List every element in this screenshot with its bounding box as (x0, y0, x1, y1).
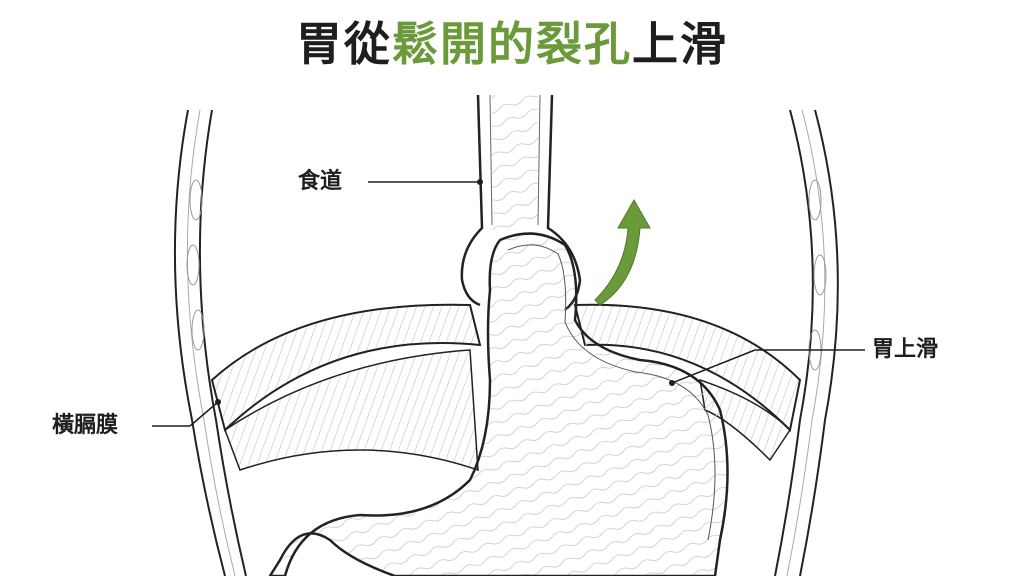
label-stomach-slide: 胃上滑 (872, 337, 939, 362)
upward-slide-arrow (594, 198, 651, 306)
title-part-1: 胃從 (296, 17, 392, 71)
diaphragm (210, 303, 802, 472)
stomach (268, 232, 729, 576)
diagram-title: 胃從鬆開的裂孔上滑 (0, 12, 1024, 76)
left-body-wall (173, 109, 247, 576)
title-part-3: 上滑 (632, 17, 728, 71)
esophagus (460, 94, 582, 311)
title-part-2-highlight: 鬆開的裂孔 (392, 17, 632, 71)
label-diaphragm: 橫膈膜 (52, 413, 119, 438)
right-body-wall (774, 109, 839, 576)
label-esophagus: 食道 (298, 169, 343, 194)
leader-lines (152, 179, 865, 427)
